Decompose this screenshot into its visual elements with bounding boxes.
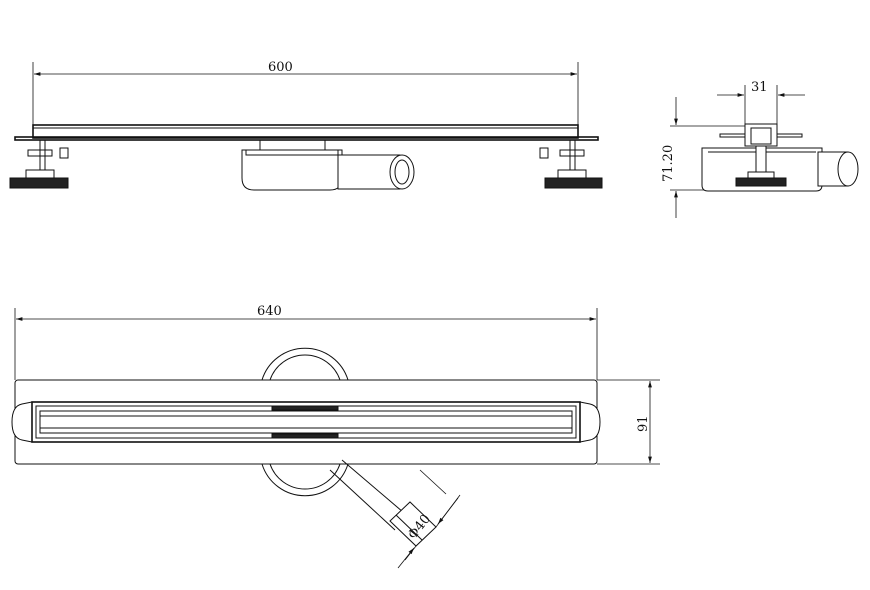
front-elevation-view: 600	[9, 60, 603, 191]
dimension-71-20: 71.20	[661, 97, 745, 218]
outlet-pipe	[337, 154, 415, 190]
left-end-cap	[11, 401, 33, 443]
dimension-91-label: 91	[636, 415, 651, 432]
dimension-91: 91	[597, 379, 660, 465]
side-channel	[744, 123, 778, 147]
dimension-600-label: 600	[268, 60, 293, 75]
dimension-640-label: 640	[257, 304, 282, 319]
dimension-640: 640	[14, 304, 598, 380]
plan-channel	[31, 401, 581, 443]
dimension-31: 31	[717, 80, 805, 125]
siphon-trap	[241, 140, 343, 191]
channel-body	[32, 124, 579, 139]
right-adjustable-foot	[539, 139, 603, 189]
side-outlet	[817, 151, 859, 187]
dimension-31-label: 31	[751, 80, 768, 95]
dimension-71-20-label: 71.20	[661, 145, 676, 182]
right-end-cap	[579, 401, 601, 443]
plan-flange	[14, 379, 598, 465]
plan-view: 640 91	[11, 304, 660, 569]
left-adjustable-foot	[9, 139, 69, 189]
dimension-600: 600	[32, 60, 579, 125]
side-section-view: 31 71.20	[661, 80, 859, 218]
side-foot	[735, 177, 787, 187]
trap-outline	[261, 347, 349, 497]
flange-plate	[14, 136, 599, 141]
grate-slots	[271, 405, 339, 439]
